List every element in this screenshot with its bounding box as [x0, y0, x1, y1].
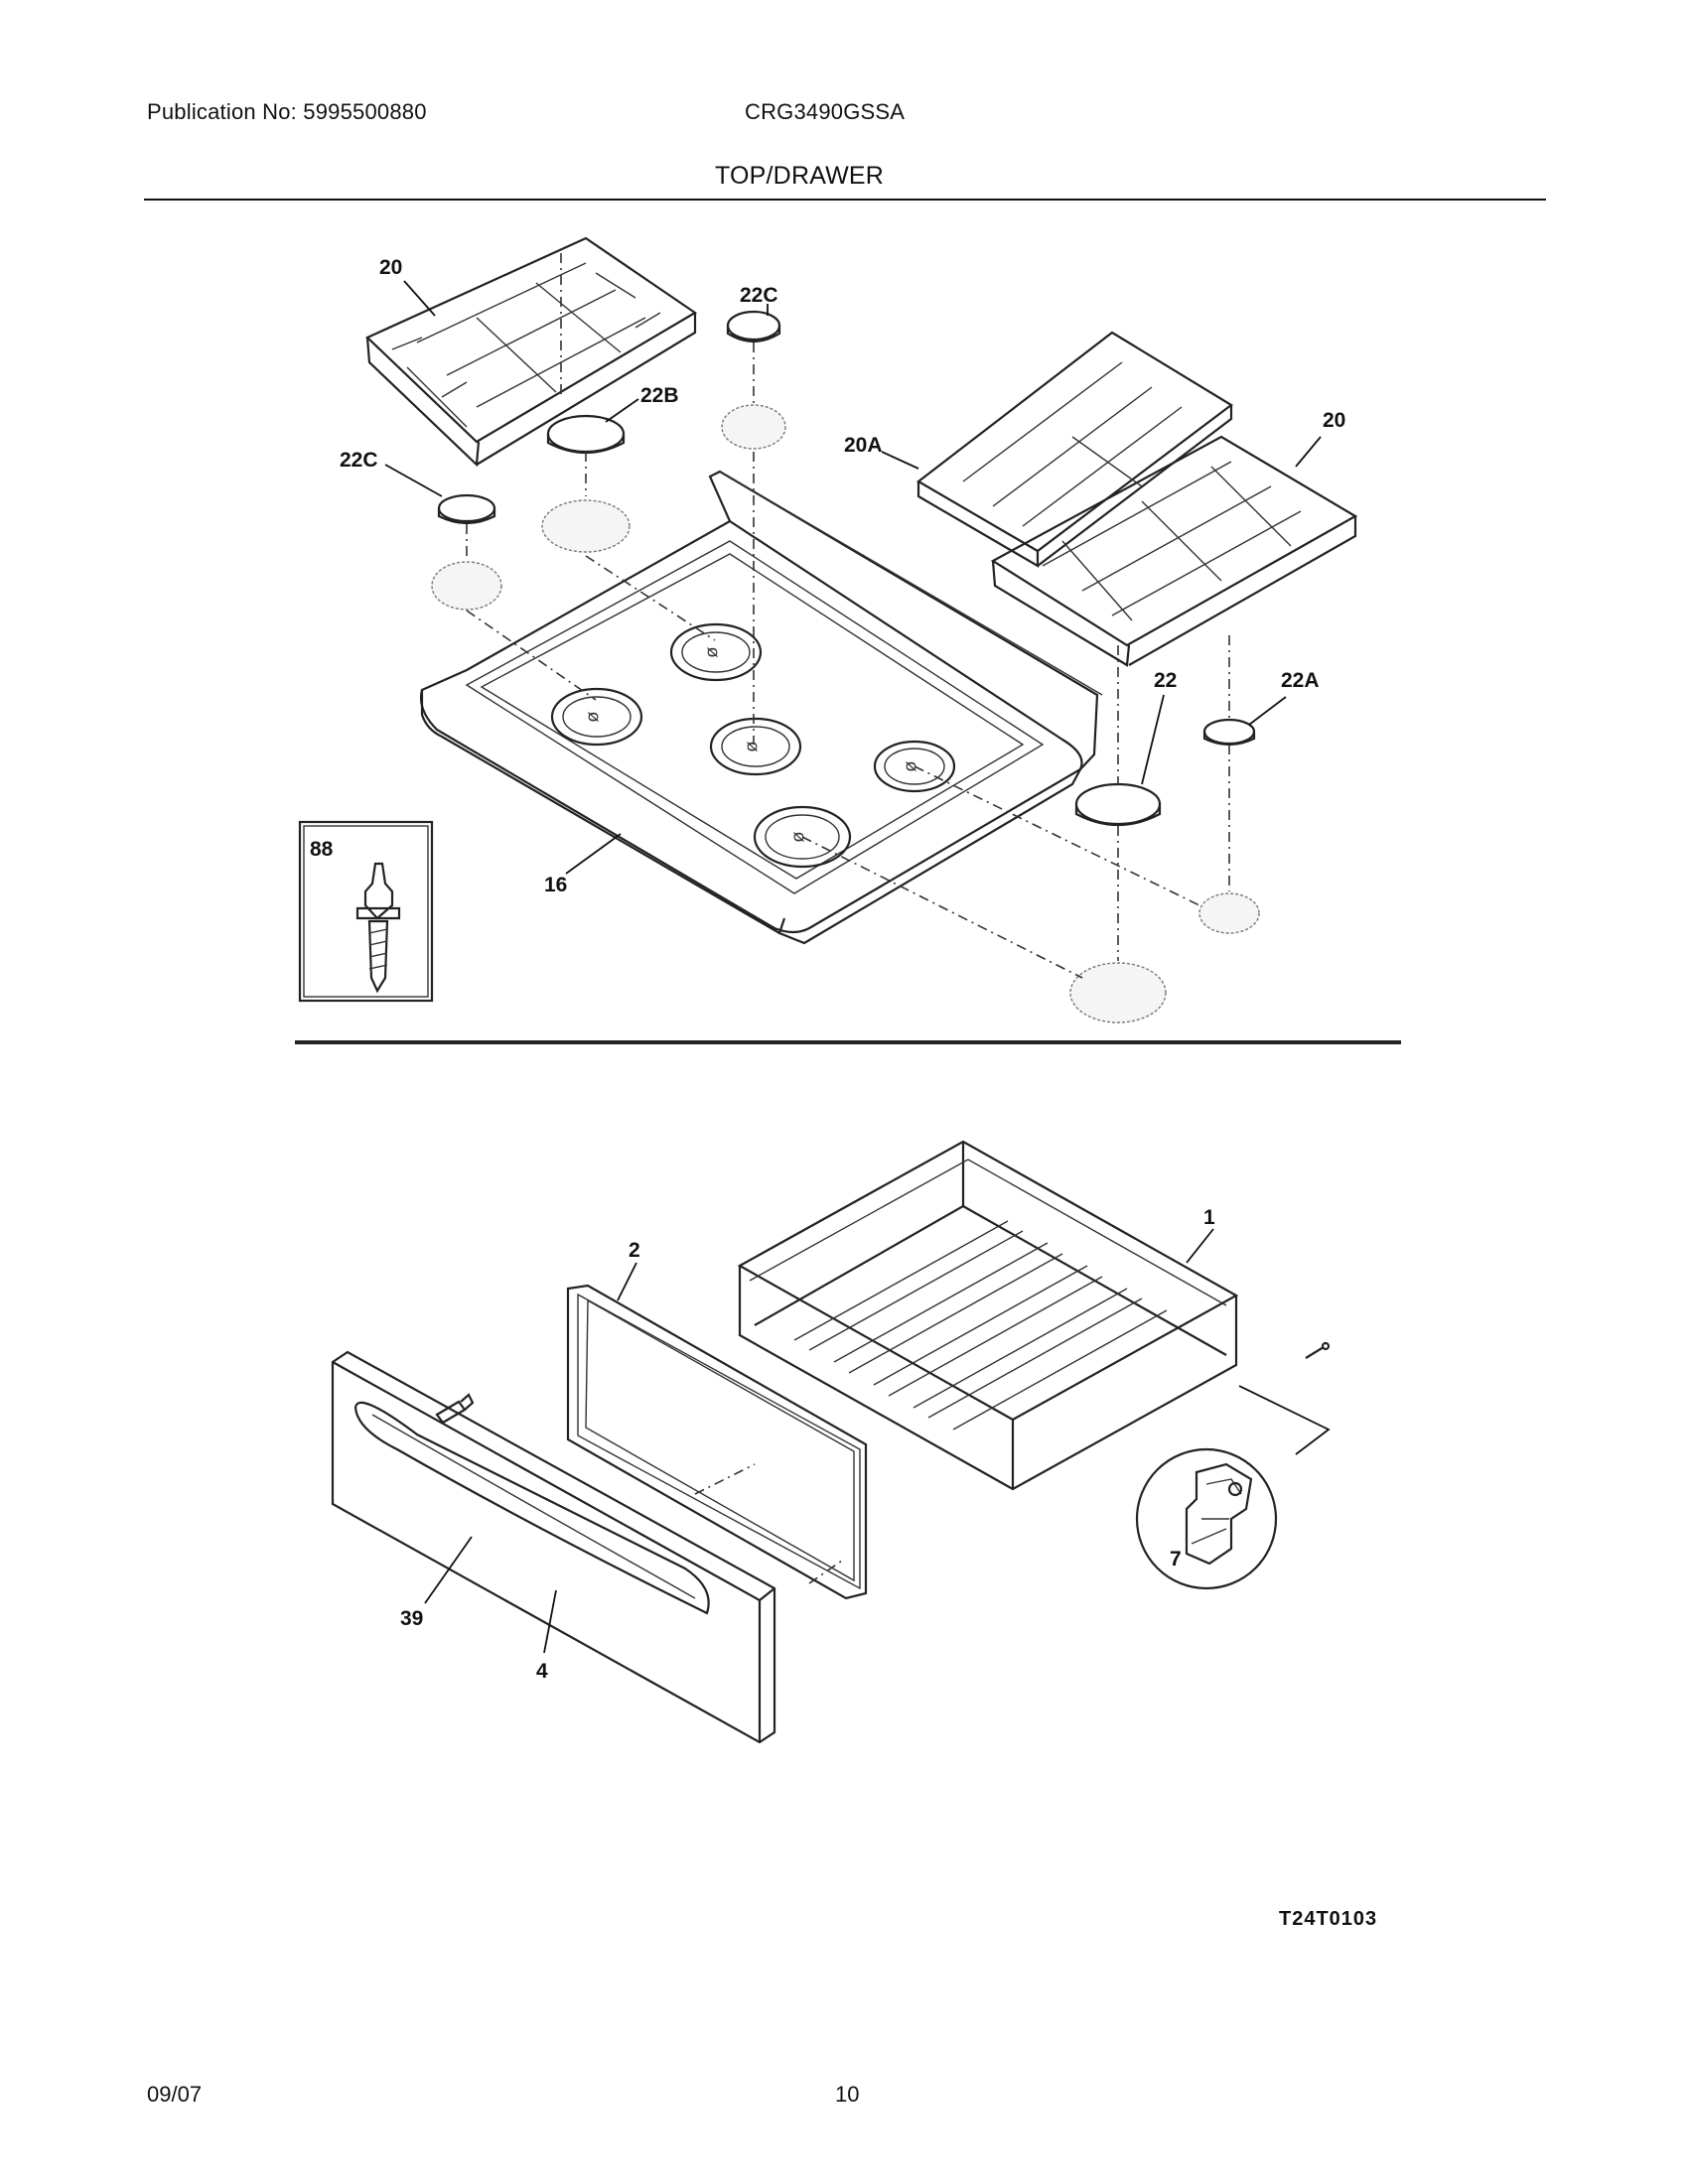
drawer-front-panel [331, 1350, 776, 1744]
footer-date: 09/07 [147, 2082, 203, 2107]
drawer-body [737, 1140, 1239, 1491]
grate-center [916, 331, 1233, 568]
callout-drawer-liner: 2 [629, 1239, 640, 1262]
burner-caps [437, 310, 1256, 827]
alignment-lines [466, 253, 1230, 979]
callout-cooktop: 16 [544, 874, 567, 896]
grate-right [990, 435, 1358, 667]
drawer-handle [353, 1401, 710, 1615]
callout-cap-22a: 22A [1281, 669, 1320, 692]
header-rule [144, 199, 1546, 201]
callout-grate-right: 20 [1323, 409, 1345, 432]
screw-inset-box [298, 820, 434, 1003]
burner-wells: ᴓ ᴓ ᴓ ᴓ ᴓ [550, 622, 956, 869]
callout-drawer-handle: 39 [400, 1607, 423, 1630]
callout-cap-22c-top: 22C [740, 284, 778, 307]
callout-cap-22c-left: 22C [340, 449, 378, 472]
publication-number: Publication No: 5995500880 [147, 99, 427, 124]
grate-left [365, 236, 698, 468]
svg-text:ᴓ: ᴓ [747, 736, 758, 755]
drawer-alignment-lines [694, 1463, 843, 1584]
drawer-clip-inset [1135, 1385, 1331, 1590]
section-divider [295, 1040, 1401, 1044]
cooktop-main-top [419, 470, 1103, 945]
callout-drawer-body: 1 [1203, 1206, 1215, 1229]
model-number: CRG3490GSSA [745, 99, 906, 124]
callout-cap-22b: 22B [640, 384, 679, 407]
diagram-code: T24T0103 [1279, 1908, 1378, 1930]
drawer-liner [566, 1284, 868, 1600]
callout-grate-left: 20 [379, 256, 402, 279]
leader-lines-top [384, 280, 1322, 875]
svg-text:ᴓ: ᴓ [588, 706, 599, 726]
callout-screw-inset: 88 [310, 838, 334, 861]
svg-text:ᴓ: ᴓ [906, 755, 916, 775]
callout-cap-22: 22 [1154, 669, 1177, 692]
callout-grate-center: 20A [844, 434, 883, 457]
section-title: TOP/DRAWER [715, 162, 885, 190]
page-number: 10 [835, 2082, 860, 2107]
burner-heads [431, 404, 1260, 1024]
callout-drawer-front: 4 [536, 1660, 548, 1683]
svg-text:ᴓ: ᴓ [707, 641, 718, 661]
callout-drawer-clip: 7 [1170, 1548, 1182, 1570]
leader-lines-bottom [424, 1228, 1214, 1654]
drawer-screw-right [1305, 1341, 1331, 1359]
svg-text:ᴓ: ᴓ [793, 826, 804, 846]
mounting-screw [435, 1393, 475, 1425]
